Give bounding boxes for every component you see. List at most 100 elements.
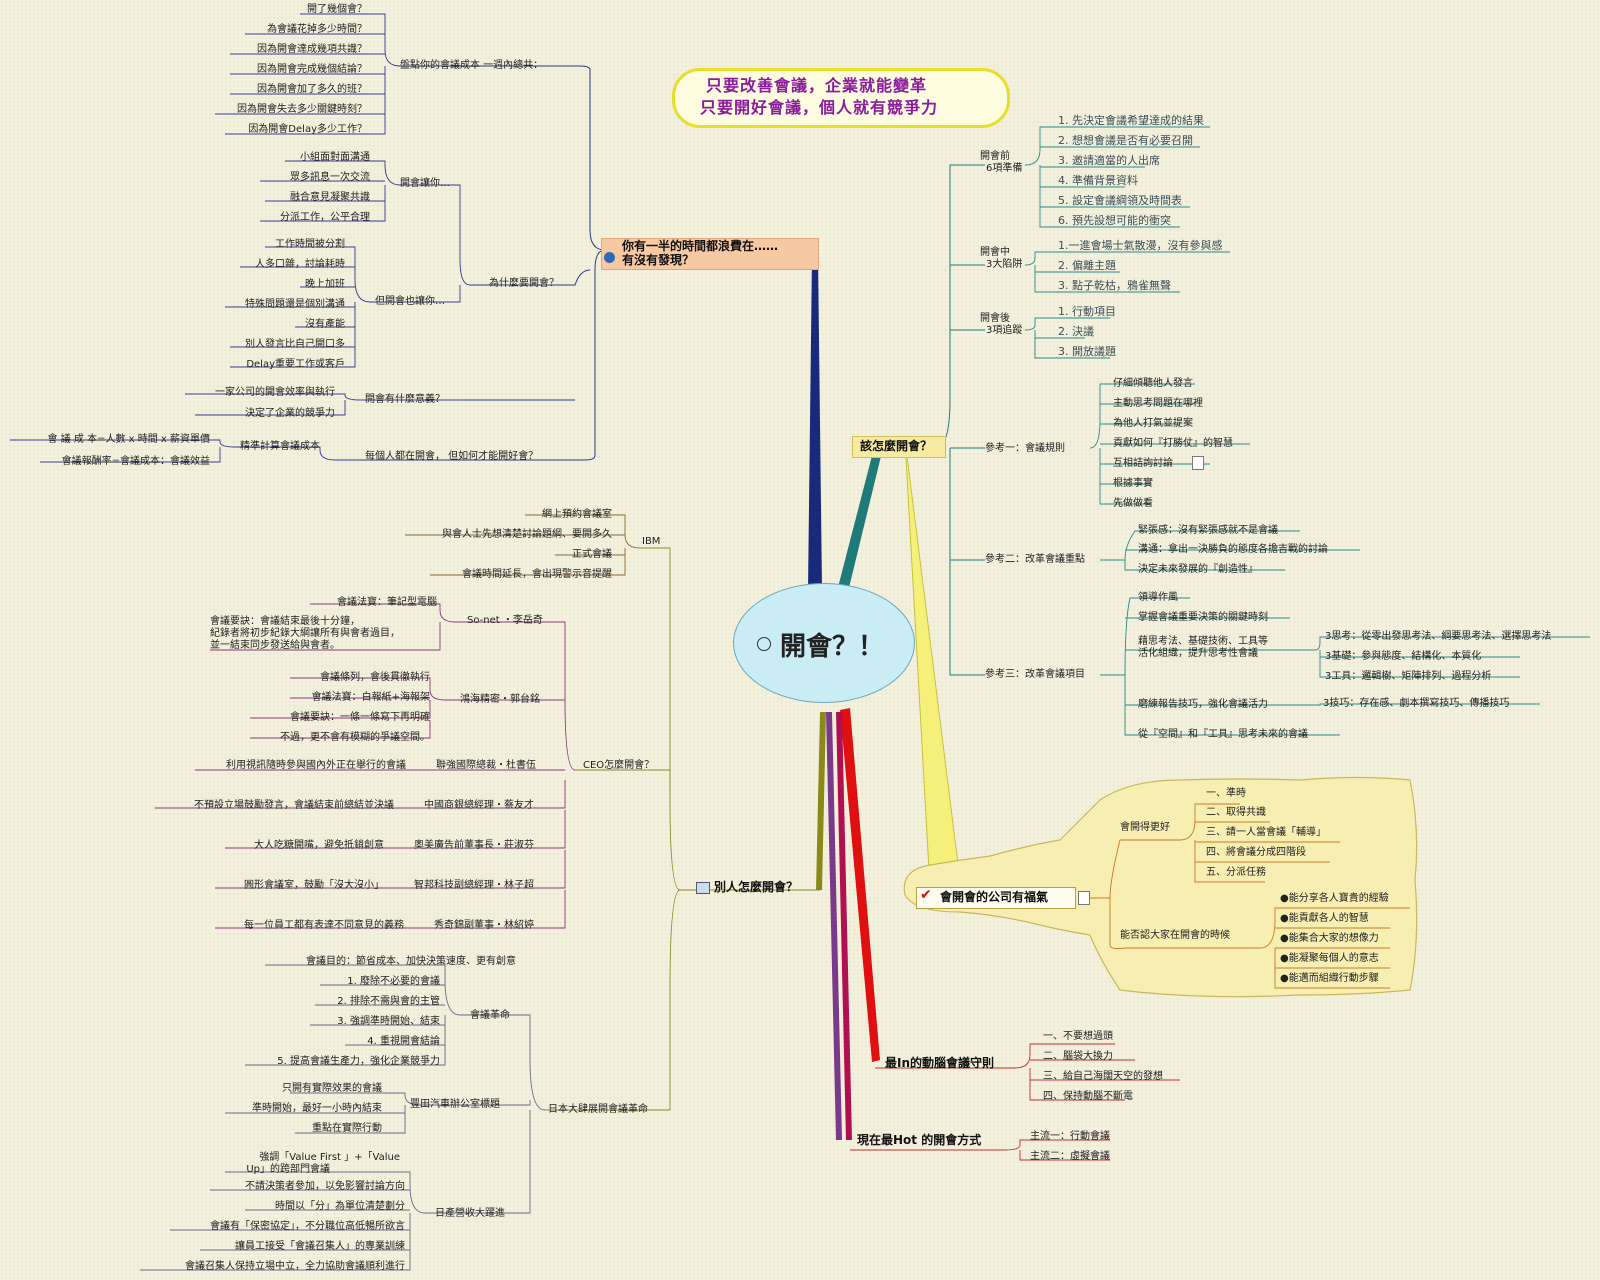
toyota-item: 重點在實際行動 [312,1123,382,1134]
left-top-title-box[interactable] [601,238,819,270]
count-cost-item: 因為開會完成幾個結論？ [257,64,367,75]
ibm-label[interactable]: IBM [642,536,661,547]
right-mid-title-box[interactable] [916,887,1076,909]
why-bad-item: 工作時間被分割 [275,239,345,250]
sonet-item: 會議法寶：筆記型電腦 [337,597,437,608]
ref1-label[interactable]: 參考一：會議規則 [985,443,1065,454]
ref1-item: 仔細傾聽他人發言 [1113,378,1193,389]
note-icon[interactable] [1078,891,1090,905]
sonet-item: 會議要訣：會議結束最後十分鐘， 紀錄者將初步紀錄大綱讓所有與會者過目， 並一結束… [210,616,400,651]
before-item: 4. 準備背景資料 [1058,174,1138,187]
ref2-label[interactable]: 參考二：改革會議重點 [985,554,1085,565]
enjoy-label[interactable]: 能否認大家在開會的時候 [1120,930,1230,941]
ceo-other-label[interactable]: 中國商銀總經理・蔡友才 [424,800,534,811]
enjoy-item: ●能集合大家的想像力 [1280,933,1379,944]
others-title[interactable]: 別人怎麼開會？ [714,880,799,894]
ceo-other-label[interactable]: 奧美廣告前董事長・莊淑芬 [414,840,534,851]
enjoy-item: ●能分享各人寶貴的經驗 [1280,893,1389,904]
branch-right-mid [904,439,961,889]
ref3-think-line1: 藉思考法、基礎技術、工具等 [1138,636,1268,647]
why-good-label[interactable]: 開會讓你… [400,178,450,189]
everyone-item: 會議報酬率=會議成本：會議效益 [61,456,210,467]
revolution-item: 4. 重視開會結論 [367,1036,440,1047]
revolution-item: 1. 廢除不必要的會議 [347,976,440,987]
after-label-1[interactable]: 開會後 [980,313,1010,324]
ceo-other-label[interactable]: 聯強國際總裁・杜書伍 [436,760,536,771]
toyota-label[interactable]: 豐田汽車辦公室標題 [410,1099,500,1110]
banner [672,68,1010,128]
ref1-item: 貢獻如何『打勝仗』的智慧 [1113,438,1233,449]
before-item: 6. 預先設想可能的衝突 [1058,214,1171,227]
enjoy-item: ●能邁而組織行動步驟 [1280,973,1379,984]
sonet-label[interactable]: So-net ・李岳奇 [467,615,543,626]
before-item: 1. 先決定會議希望達成的結果 [1058,114,1204,127]
during-item: 2. 偏離主題 [1058,259,1116,272]
during-item: 3. 點子乾枯，鴉雀無聲 [1058,279,1171,292]
revolution-label[interactable]: 會議革命 [470,1010,510,1021]
banner-line-2: 只要開好會議，個人就有競爭力 [700,98,939,117]
nissan-item: 讓員工接受「會議召集人」的專業訓練 [235,1241,405,1252]
better-item: 四、將會議分成四階段 [1206,847,1306,858]
ref2-item: 決定未來發展的『創造性』 [1138,564,1258,575]
brainstorm-item: 二、腦袋大換力 [1043,1051,1113,1062]
nissan-first-line1: 強調「Value First 」+「Value [259,1152,400,1163]
left-top-title-line1: 你有一半的時間都浪費在…… [622,239,779,253]
ibm-item: 會議時間延長，會出現警示音提醒 [462,569,612,580]
before-item: 3. 邀請適當的人出席 [1058,154,1160,167]
banner-line-1: 只要改善會議，企業就能變革 [706,76,928,95]
ref3-item: 領導作風 [1138,592,1178,603]
ibm-item: 正式會議 [572,549,612,560]
ceo-other-item: 大人吃糖開嘴，避免抵銷創意 [254,840,384,851]
why-bad-item: 人多口雜，討論耗時 [255,259,345,270]
after-label-2: 3項追蹤 [986,325,1023,336]
nissan-item: 會議召集人保持立場中立，全力協助會議順利進行 [185,1261,405,1272]
during-label-1[interactable]: 開會中 [980,247,1010,258]
ref1-item: 先做做看 [1113,498,1153,509]
why-bad-item: 晚上加班 [305,279,345,290]
everyone-sub-label[interactable]: 精準計算會議成本 [240,441,320,452]
ceo-other-label[interactable]: 智邦科技副總經理・林子超 [414,880,534,891]
better-label[interactable]: 會開得更好 [1120,822,1170,833]
ibm-item: 與會人士先想清楚討論題綱、要開多久 [442,529,612,540]
count-cost-item: 開了幾個會？ [307,4,367,15]
ref3-item: 掌握會議重要決策的關鍵時刻 [1138,612,1268,623]
count-cost-label[interactable]: 盤點你的會議成本 一週內總共： [400,60,544,71]
nissan-label[interactable]: 日產營收大躍進 [435,1208,505,1219]
foxconn-label[interactable]: 鴻海精密・郭台銘 [460,694,540,705]
ref3-label[interactable]: 參考三：改革會議項目 [985,669,1085,680]
why-bad-item: 沒有產能 [305,319,345,330]
japan-label[interactable]: 日本大肆展開會議革命 [548,1104,648,1115]
right-top-title: 該怎麼開會？ [860,439,933,453]
why-bad-item: Delay重要工作或客戶 [246,359,345,370]
foxconn-item: 會議要訣：一條一條寫下再明確 [290,712,430,723]
before-item: 5. 設定會議綱領及時間表 [1058,194,1182,207]
everyone-label[interactable]: 每個人都在開會， 但如何才能開好會？ [365,451,539,462]
nissan-item: 會議有「保密協定」，不分職位高低暢所欲言 [210,1221,405,1232]
foxconn-item: 會議條列，會後貫徹執行 [320,672,430,683]
toyota-item: 準時開始，最好一小時內結束 [252,1103,382,1114]
ref3-think-item: 3思考：從零出發思考法、綱要思考法、選擇思考法 [1325,631,1552,642]
note-icon[interactable] [1192,456,1204,470]
better-item: 三、請一人當會議「輔導」 [1206,827,1326,838]
ref2-item: 溝通：拿出一決勝負的態度各擔吉戰的討論 [1138,544,1328,555]
hot-title[interactable]: 現在最Hot 的開會方式 [857,1133,982,1147]
ceo-other-label[interactable]: 秀奇錦副董事・林紹婷 [434,920,534,931]
foxconn-item: 不過，更不會有模糊的爭議空間。 [280,732,430,743]
brainstorm-title[interactable]: 最In的動腦會議守則 [885,1056,995,1070]
branch-others [816,712,826,890]
ref1-item: 主動思考問題在哪裡 [1113,398,1203,409]
after-item: 1. 行動項目 [1058,305,1116,318]
before-label-1[interactable]: 開會前 [980,151,1010,162]
count-cost-item: 因為開會失去多少關鍵時刻？ [237,104,367,115]
meaning-label[interactable]: 開會有什麼意義？ [365,394,445,405]
why-label[interactable]: 為什麼要開會？ [489,278,559,289]
ref3-skill: 磨練報告技巧，強化會議活力 [1138,699,1268,710]
nissan-item: 時間以「分」為單位清楚劃分 [275,1201,405,1212]
meaning-item: 決定了企業的競爭力 [245,408,335,419]
why-bad-label[interactable]: 但開會也讓你… [375,296,445,307]
right-top-title-box[interactable] [852,436,946,458]
left-top-title-line2: 有沒有發現？ [622,253,695,267]
brainstorm-item: 四、保持動腦不斷電 [1043,1091,1133,1102]
ceo-label[interactable]: CEO怎麼開會？ [583,760,655,771]
toyota-item: 只開有實際效果的會議 [282,1083,382,1094]
